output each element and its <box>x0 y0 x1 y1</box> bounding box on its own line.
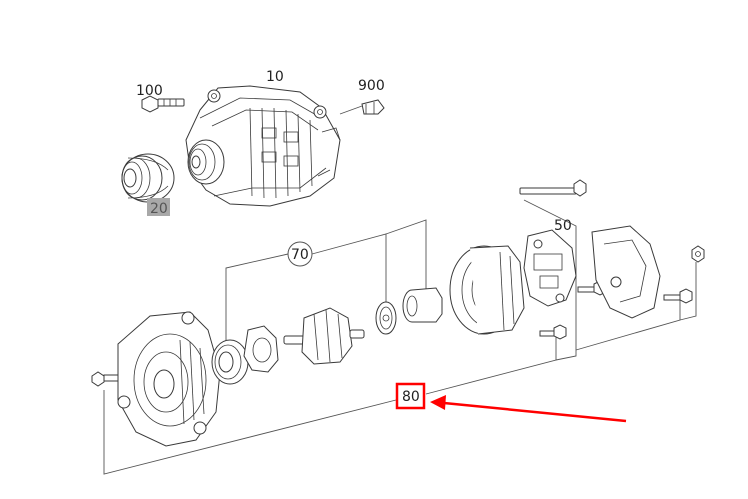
callout-100[interactable]: 100 <box>136 83 163 99</box>
bottom-screw[interactable] <box>539 324 567 340</box>
through-bolt[interactable] <box>519 179 587 197</box>
part-10-alternator[interactable] <box>185 85 341 207</box>
callout-80[interactable]: 80 <box>402 389 420 405</box>
leader-80 <box>103 199 697 475</box>
leader-900 <box>339 105 363 115</box>
callout-900[interactable]: 900 <box>358 78 385 94</box>
front-screw[interactable] <box>91 371 119 387</box>
callout-50[interactable]: 50 <box>554 218 572 234</box>
bearing-rear[interactable] <box>375 301 397 335</box>
callout-70-circle <box>287 241 313 267</box>
rear-nut[interactable] <box>691 245 705 263</box>
retainer-plate[interactable] <box>243 325 279 373</box>
part-20-pulley[interactable] <box>121 153 175 203</box>
rear-screw[interactable] <box>663 288 693 304</box>
slip-ring-cap[interactable] <box>402 287 443 323</box>
part-900-cap[interactable] <box>361 99 385 115</box>
callout-20-background <box>147 198 170 216</box>
callout-70[interactable]: 70 <box>291 247 309 263</box>
red-arrow-icon <box>430 395 627 423</box>
stator[interactable] <box>449 245 525 335</box>
part-50-regulator[interactable] <box>523 229 577 307</box>
part-100-bolt[interactable] <box>141 95 185 113</box>
front-housing[interactable] <box>117 311 221 447</box>
callout-10[interactable]: 10 <box>266 69 284 85</box>
rotor[interactable] <box>283 307 365 365</box>
bearing-front[interactable] <box>211 339 249 385</box>
callout-20[interactable]: 20 <box>150 201 168 217</box>
callout-80-highlight <box>395 382 426 410</box>
rear-cover[interactable] <box>591 225 661 319</box>
leader-70 <box>225 219 427 346</box>
